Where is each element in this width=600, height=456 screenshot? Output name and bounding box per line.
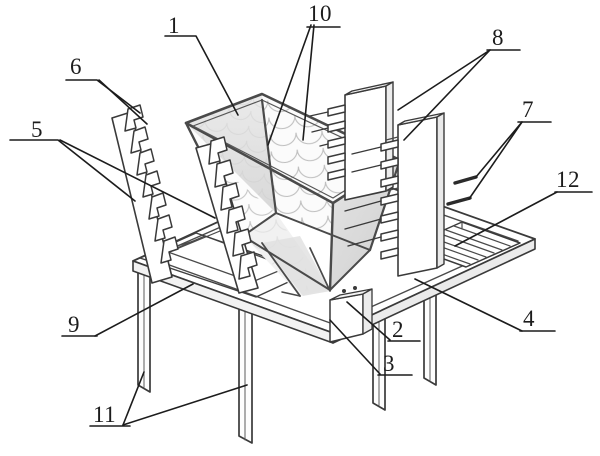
right-comb-teeth: [309, 104, 478, 260]
callout-label-11: 11: [93, 402, 117, 427]
hopper-left-comb-plate: [195, 136, 259, 294]
callout-leaders: [9, 24, 593, 427]
callout-label-4: 4: [523, 306, 535, 331]
callout-label-10: 10: [308, 1, 332, 26]
callout-label-2: 2: [392, 317, 404, 342]
callout-label-3: 3: [383, 351, 395, 376]
callout-label-7: 7: [522, 97, 534, 122]
callout-label-9: 9: [68, 312, 80, 337]
callout-label-12: 12: [556, 167, 580, 192]
left-scraper-plate: [111, 104, 179, 284]
callout-label-5: 5: [31, 117, 43, 142]
callout-label-6: 6: [70, 54, 82, 79]
callout-label-1: 1: [168, 13, 180, 38]
callout-label-8: 8: [492, 25, 504, 50]
